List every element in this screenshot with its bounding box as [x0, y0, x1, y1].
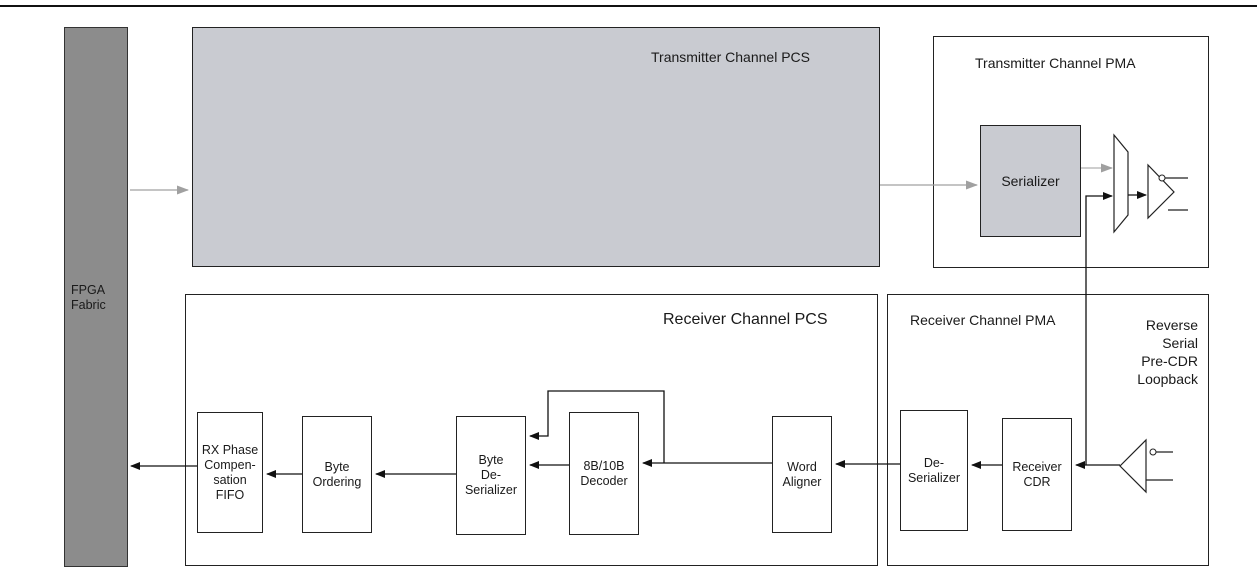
decoder-8b10b-block: 8B/10B Decoder [569, 412, 639, 535]
fpga-fabric-label: FPGA Fabric [71, 283, 106, 312]
tx-pcs-title: Transmitter Channel PCS [651, 49, 810, 65]
tx-pma-title: Transmitter Channel PMA [975, 55, 1136, 71]
word-aligner-block: Word Aligner [772, 416, 832, 533]
loopback-wire [1085, 192, 1113, 465]
tx-mux-icon [1113, 133, 1129, 234]
rx-input-buffer-icon [1119, 438, 1147, 494]
byte-deserializer-block: Byte De- Serializer [456, 416, 526, 535]
rx-pcs-block: Receiver Channel PCS [185, 294, 878, 566]
deserializer-block: De- Serializer [900, 410, 968, 531]
receiver-cdr-block: Receiver CDR [1002, 418, 1072, 531]
rx-pcs-title: Receiver Channel PCS [663, 311, 828, 328]
fpga-fabric-bar: FPGA Fabric [64, 27, 128, 567]
tx-pcs-block: Transmitter Channel PCS [192, 27, 880, 267]
byte-ordering-block: Byte Ordering [302, 416, 372, 533]
rx-pma-title: Receiver Channel PMA [910, 312, 1056, 328]
rx-phase-compensation-fifo: RX Phase Compen- sation FIFO [197, 412, 263, 533]
decoder-bypass-wire [529, 390, 665, 463]
serializer-block: Serializer [980, 125, 1081, 237]
top-rule [0, 5, 1257, 7]
loopback-label: Reverse Serial Pre-CDR Loopback [1137, 317, 1198, 387]
